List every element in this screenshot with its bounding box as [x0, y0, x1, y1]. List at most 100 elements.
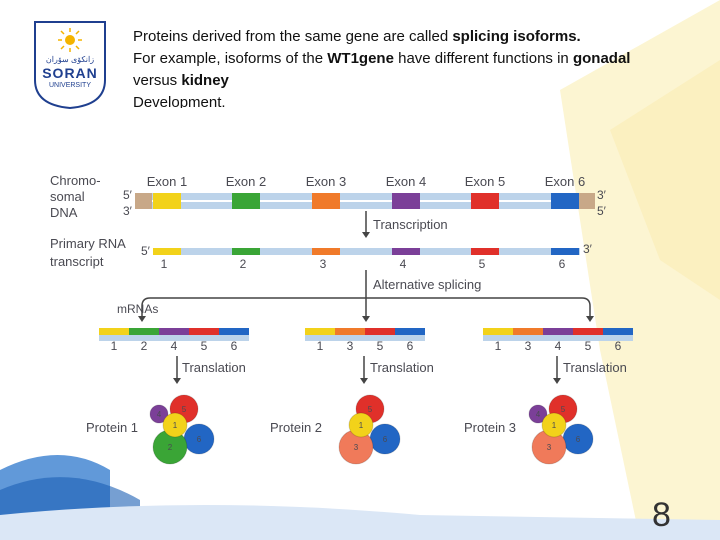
rna-exon-number-2: 2	[240, 257, 247, 271]
mrna-1-exon-2	[129, 328, 159, 335]
translation-label-1: Translation	[182, 360, 246, 375]
rna-exon-number-1: 1	[161, 257, 168, 271]
text-line-4: Development.	[133, 92, 703, 108]
protein-1-domain-1	[162, 412, 188, 438]
mrna-1-backbone	[99, 335, 249, 341]
line4-text: Development.	[133, 94, 226, 108]
rna-exon-3	[312, 248, 340, 255]
mrna-1-number-5: 5	[201, 339, 208, 353]
protein-1-domain-4	[149, 404, 169, 424]
protein-2-structure: 5 6 3 1	[338, 394, 401, 465]
mrna-3-exon-5	[573, 328, 603, 335]
line3-text: versus	[133, 72, 182, 89]
protein-1-domain-label-5: 5	[182, 405, 187, 414]
protein-1-structure: 5 4 6 2 1	[149, 394, 215, 465]
protein-3-label: Protein 3	[464, 420, 516, 435]
rna-label-1: Primary RNA	[50, 236, 126, 251]
alternative-splicing-label: Alternative splicing	[373, 277, 481, 292]
dna-label-3: DNA	[50, 205, 78, 220]
text-line-3: versus kidney	[133, 70, 703, 92]
exon-header-4: Exon 4	[386, 174, 426, 189]
text-line-1: Proteins derived from the same gene are …	[133, 26, 703, 48]
dna-3prime-left: 3′	[123, 204, 133, 218]
mrna-1: 1 2 4 5 6	[99, 328, 249, 353]
rna-exon-4	[392, 248, 420, 255]
line2-bold-gonadal: gonadal	[572, 50, 631, 67]
line2-bold-gene: WT1gene	[327, 50, 394, 67]
mrna-1-number-4: 4	[171, 339, 178, 353]
mrna-3-number-4: 4	[555, 339, 562, 353]
exon-header-1: Exon 1	[147, 174, 187, 189]
protein-3-domain-label-1: 1	[552, 421, 557, 430]
protein-3-domain-label-4: 4	[536, 410, 541, 419]
mrna-2-exon-5	[365, 328, 395, 335]
exon-header-3: Exon 3	[306, 174, 346, 189]
mrna-2-number-5: 5	[377, 339, 384, 353]
mrna-3-exon-3	[513, 328, 543, 335]
mrna-3-number-1: 1	[495, 339, 502, 353]
university-logo	[34, 21, 106, 110]
mrna-1-number-1: 1	[111, 339, 118, 353]
splicing-arrowhead-1	[138, 316, 146, 322]
mrna-2-number-1: 1	[317, 339, 324, 353]
line3-bold: kidney	[181, 72, 229, 89]
page-number: 8	[652, 496, 671, 534]
rna-exon-number-6: 6	[559, 257, 566, 271]
mrna-1-number-2: 2	[141, 339, 148, 353]
dna-exon-6	[551, 193, 579, 209]
line1-bold: splicing isoforms.	[452, 28, 581, 45]
mrna-2-number-6: 6	[407, 339, 414, 353]
protein-2-domain-label-3: 3	[354, 443, 359, 452]
dna-intron-right	[578, 193, 595, 209]
protein-2-domain-label-6: 6	[383, 435, 388, 444]
rna-exon-6	[551, 248, 579, 255]
dna-exon-3	[312, 193, 340, 209]
dna-strand-top	[135, 193, 595, 200]
splicing-arrowhead-3	[586, 316, 594, 322]
protein-3-structure: 5 4 6 3 1	[528, 394, 594, 465]
protein-3-domain-1	[541, 412, 567, 438]
protein-1-domain-label-4: 4	[157, 410, 162, 419]
dna-strand-bottom	[135, 202, 595, 209]
line2-text: For example, isoforms of the	[133, 50, 328, 67]
transcription-arrowhead	[362, 232, 370, 238]
protein-3-domain-label-5: 5	[561, 405, 566, 414]
mrna-2-exon-6	[395, 328, 425, 335]
dna-exon-2	[232, 193, 260, 209]
dna-5prime-left: 5′	[123, 188, 133, 202]
exon-header-6: Exon 6	[545, 174, 585, 189]
protein-3-domain-label-6: 6	[576, 435, 581, 444]
sun-icon	[58, 28, 82, 52]
rna-5prime: 5′	[141, 244, 151, 258]
rna-strand	[153, 248, 580, 255]
protein-1-domain-label-2: 2	[168, 443, 173, 452]
protein-1-label: Protein 1	[86, 420, 138, 435]
mrna-2-number-3: 3	[347, 339, 354, 353]
background-bottom-band	[0, 505, 720, 540]
protein-1-domain-label-6: 6	[197, 435, 202, 444]
rna-exon-number-4: 4	[400, 257, 407, 271]
translation-arrows: Translation Translation Translation	[173, 356, 627, 384]
mrna-1-exon-4	[159, 328, 189, 335]
mrna-1-exon-6	[219, 328, 249, 335]
dna-exon-5	[471, 193, 499, 209]
line1-text: Proteins derived from the same gene are …	[133, 28, 453, 45]
rna-label-2: transcript	[50, 254, 104, 269]
logo-name: SORAN	[42, 65, 98, 81]
exon-header-2: Exon 2	[226, 174, 266, 189]
splicing-arrowhead-2	[362, 316, 370, 322]
protein-2-domain-label-1: 1	[359, 421, 364, 430]
dna-label-2: somal	[50, 189, 85, 204]
rna-3prime: 3′	[583, 242, 593, 256]
mrna-1-exon-1	[99, 328, 129, 335]
mrna-3-exon-6	[603, 328, 633, 335]
dna-label-1: Chromo-	[50, 173, 101, 188]
protein-3-domain-label-3: 3	[547, 443, 552, 452]
rna-exon-2	[232, 248, 260, 255]
mrna-1-number-6: 6	[231, 339, 238, 353]
protein-1-domain-label-1: 1	[173, 421, 178, 430]
protein-2-domain-label-5: 5	[368, 405, 373, 414]
mrna-3-number-6: 6	[615, 339, 622, 353]
